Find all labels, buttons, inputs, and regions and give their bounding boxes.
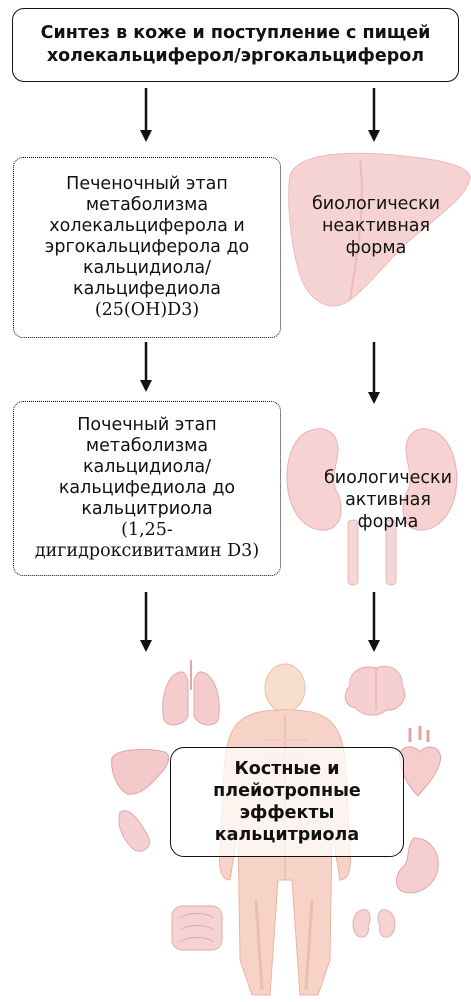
- liver-step-line: Печеночный этап: [66, 174, 228, 195]
- source-line-1: Синтез в коже и поступление с пищей: [41, 22, 431, 45]
- inactive-label-line: неактивная: [292, 215, 460, 237]
- effects-line: Костные и: [235, 758, 340, 780]
- kidney-step-line: кальцифедиола до: [59, 478, 235, 499]
- kidney-step-formula-1: (1,25-: [121, 520, 173, 541]
- kidney-step-line: метаболизма: [86, 436, 208, 457]
- effects-line: кальцитриола: [215, 824, 359, 846]
- active-label-line: биологически: [306, 467, 470, 489]
- kidney-step-box: Почечный этап метаболизма кальцидиола/ к…: [13, 401, 281, 576]
- effects-box: Костные и плейотропные эффекты кальцитри…: [170, 747, 404, 857]
- pancreas-icon: [119, 811, 150, 852]
- kidney-step-line: кальцитриола: [81, 499, 212, 520]
- liver-step-line: эргокальциферола до: [45, 237, 250, 258]
- liver-step-line: холекальциферола и: [49, 216, 244, 237]
- liver-step-box: Печеночный этап метаболизма холекальцифе…: [13, 157, 281, 338]
- active-label-line: форма: [306, 511, 470, 533]
- source-box: Синтез в коже и поступление с пищей холе…: [12, 8, 459, 82]
- inactive-form-label: биологически неактивная форма: [292, 193, 460, 259]
- source-line-2: холекальциферол/эргокальциферол: [47, 45, 424, 68]
- small-liver-icon: [112, 750, 169, 795]
- brain-icon: [345, 666, 405, 715]
- small-kidneys-icon: [353, 910, 395, 938]
- kidney-step-formula-2: дигидроксивитамин D3): [35, 541, 259, 562]
- inactive-label-line: форма: [292, 237, 460, 259]
- liver-step-formula: (25(OH)D3): [95, 300, 199, 321]
- active-form-label: биологически активная форма: [306, 467, 470, 533]
- effects-line: эффекты: [240, 802, 335, 824]
- liver-step-line: кальцифедиола: [73, 279, 221, 300]
- liver-step-line: кальцидиола/: [83, 258, 211, 279]
- inactive-label-line: биологически: [292, 193, 460, 215]
- active-label-line: активная: [306, 489, 470, 511]
- kidney-step-line: кальцидиола/: [83, 457, 211, 478]
- lungs-icon: [163, 660, 219, 725]
- effects-line: плейотропные: [213, 780, 361, 802]
- kidney-step-line: Почечный этап: [77, 415, 216, 436]
- heart-icon: [399, 726, 440, 796]
- liver-step-line: метаболизма: [86, 195, 208, 216]
- intestine-icon: [172, 906, 222, 950]
